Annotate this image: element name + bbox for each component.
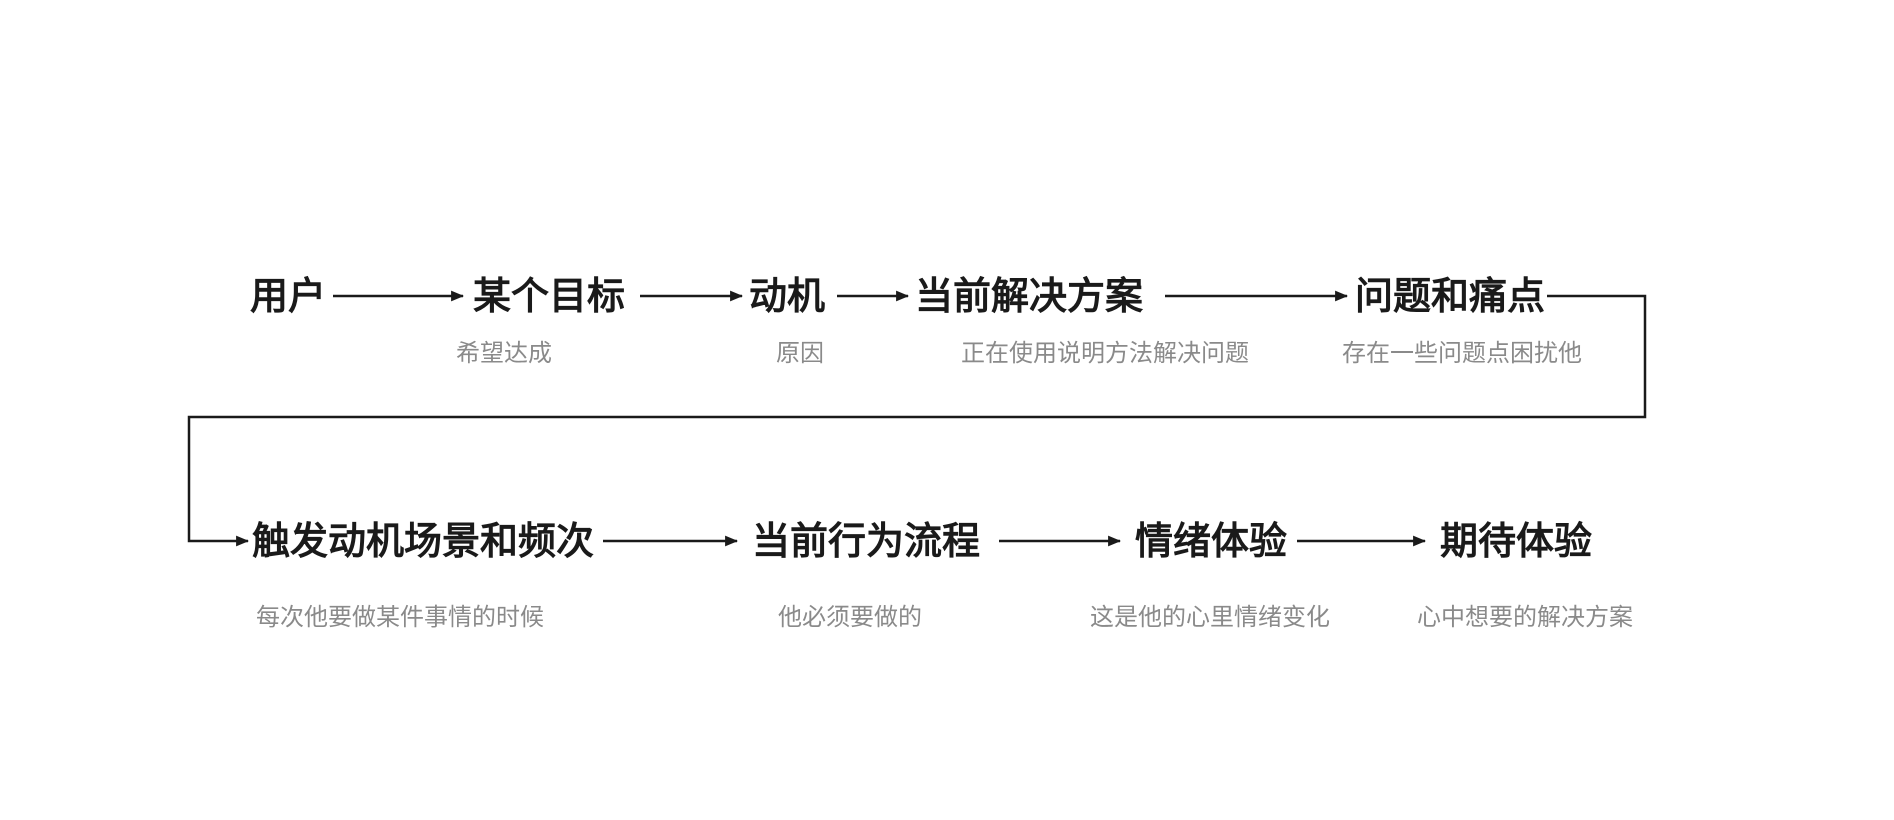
node-subtitle-goal: 希望达成 <box>456 340 552 367</box>
node-subtitle-current-behavior-flow: 他必须要做的 <box>778 604 922 631</box>
node-title-current-solution: 当前解决方案 <box>915 276 1144 318</box>
node-subtitle-trigger-scene-frequency: 每次他要做某件事情的时候 <box>256 604 544 631</box>
connector-pain-to-trigger <box>187 294 1647 547</box>
node-title-user: 用户 <box>250 276 327 318</box>
node-title-expected-experience: 期待体验 <box>1440 521 1593 563</box>
node-subtitle-emotional-experience: 这是他的心里情绪变化 <box>1090 604 1330 631</box>
node-title-motivation: 动机 <box>749 276 826 318</box>
node-subtitle-pain-points: 存在一些问题点困扰他 <box>1342 340 1582 367</box>
node-title-emotional-experience: 情绪体验 <box>1135 521 1288 563</box>
node-title-pain-points: 问题和痛点 <box>1355 276 1546 318</box>
node-title-trigger-scene-frequency: 触发动机场景和频次 <box>252 521 595 563</box>
node-subtitle-motivation: 原因 <box>776 340 824 367</box>
node-subtitle-current-solution: 正在使用说明方法解决问题 <box>961 340 1249 367</box>
node-subtitle-expected-experience: 心中想要的解决方案 <box>1417 604 1633 631</box>
node-title-current-behavior-flow: 当前行为流程 <box>752 521 981 563</box>
node-title-goal: 某个目标 <box>473 276 626 318</box>
